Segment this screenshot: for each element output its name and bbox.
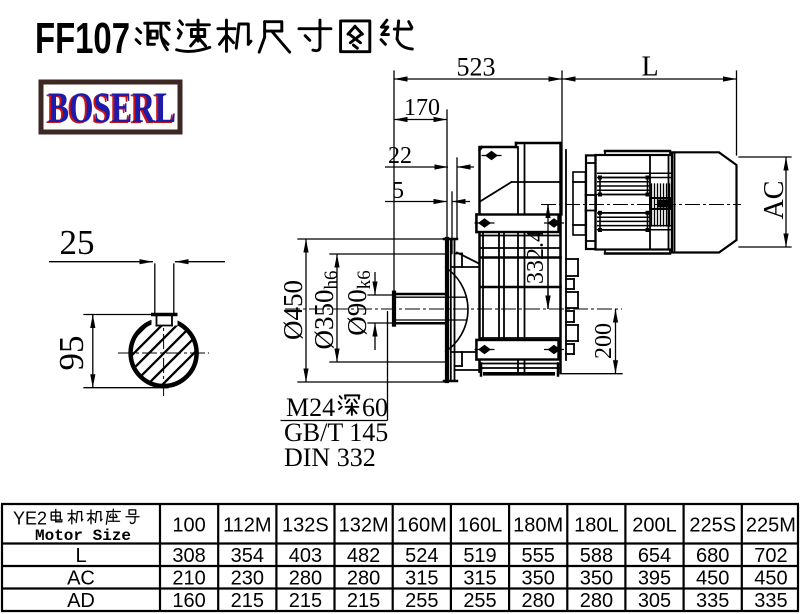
svg-text:Ø90k6: Ø90k6	[342, 270, 375, 336]
svg-text:354: 354	[231, 545, 264, 567]
svg-text:GB/T 145: GB/T 145	[284, 418, 388, 447]
svg-text:308: 308	[172, 545, 205, 567]
svg-text:702: 702	[754, 545, 787, 567]
svg-text:555: 555	[522, 545, 555, 567]
svg-text:DIN 332: DIN 332	[284, 443, 376, 472]
svg-text:523: 523	[457, 53, 496, 82]
svg-text:482: 482	[347, 545, 380, 567]
svg-text:215: 215	[289, 590, 322, 612]
svg-text:350: 350	[522, 568, 555, 590]
svg-text:YE2: YE2	[13, 509, 47, 529]
svg-text:M24: M24	[286, 393, 335, 422]
svg-text:160M: 160M	[397, 515, 447, 537]
svg-text:215: 215	[347, 590, 380, 612]
svg-text:AC: AC	[759, 181, 790, 220]
svg-text:200: 200	[591, 323, 617, 359]
svg-text:60: 60	[362, 393, 388, 422]
svg-text:315: 315	[405, 568, 438, 590]
svg-text:L: L	[75, 545, 86, 567]
svg-text:AD: AD	[67, 590, 95, 612]
svg-text:180M: 180M	[513, 515, 563, 537]
svg-text:L: L	[641, 52, 658, 83]
svg-text:FF107: FF107	[35, 14, 130, 63]
svg-text:160: 160	[172, 590, 205, 612]
svg-text:132S: 132S	[282, 515, 329, 537]
svg-text:403: 403	[289, 545, 322, 567]
svg-text:654: 654	[638, 545, 671, 567]
svg-text:450: 450	[754, 568, 787, 590]
svg-text:180L: 180L	[574, 515, 619, 537]
svg-text:132M: 132M	[339, 515, 389, 537]
svg-text:280: 280	[347, 568, 380, 590]
svg-text:225S: 225S	[689, 515, 736, 537]
svg-text:280: 280	[289, 568, 322, 590]
svg-text:BOSERL: BOSERL	[46, 86, 174, 133]
svg-text:170: 170	[404, 95, 440, 121]
svg-text:210: 210	[172, 568, 205, 590]
svg-text:335: 335	[696, 590, 729, 612]
svg-text:225M: 225M	[746, 515, 796, 537]
svg-text:25: 25	[60, 223, 95, 262]
svg-text:230: 230	[231, 568, 264, 590]
svg-text:524: 524	[405, 545, 438, 567]
svg-text:5: 5	[392, 178, 404, 204]
svg-text:215: 215	[231, 590, 264, 612]
svg-text:255: 255	[463, 590, 496, 612]
svg-text:395: 395	[638, 568, 671, 590]
svg-text:AC: AC	[67, 568, 95, 590]
svg-text:112M: 112M	[223, 515, 272, 537]
svg-text:680: 680	[696, 545, 729, 567]
svg-text:95: 95	[52, 336, 91, 371]
svg-text:200L: 200L	[632, 515, 677, 537]
svg-text:280: 280	[580, 590, 613, 612]
svg-text:280: 280	[522, 590, 555, 612]
svg-text:Motor Size: Motor Size	[35, 527, 131, 545]
svg-text:305: 305	[638, 590, 671, 612]
svg-text:350: 350	[580, 568, 613, 590]
svg-text:100: 100	[172, 515, 205, 537]
svg-text:160L: 160L	[458, 515, 503, 537]
svg-text:315: 315	[463, 568, 496, 590]
svg-text:588: 588	[580, 545, 613, 567]
svg-text:22: 22	[388, 143, 412, 169]
svg-text:255: 255	[405, 590, 438, 612]
svg-text:450: 450	[696, 568, 729, 590]
svg-text:Ø350h6: Ø350h6	[309, 271, 342, 350]
svg-text:519: 519	[463, 545, 496, 567]
svg-text:Ø450: Ø450	[278, 280, 308, 340]
svg-text:335: 335	[754, 590, 787, 612]
svg-text:BOSERL: BOSERL	[48, 85, 176, 132]
